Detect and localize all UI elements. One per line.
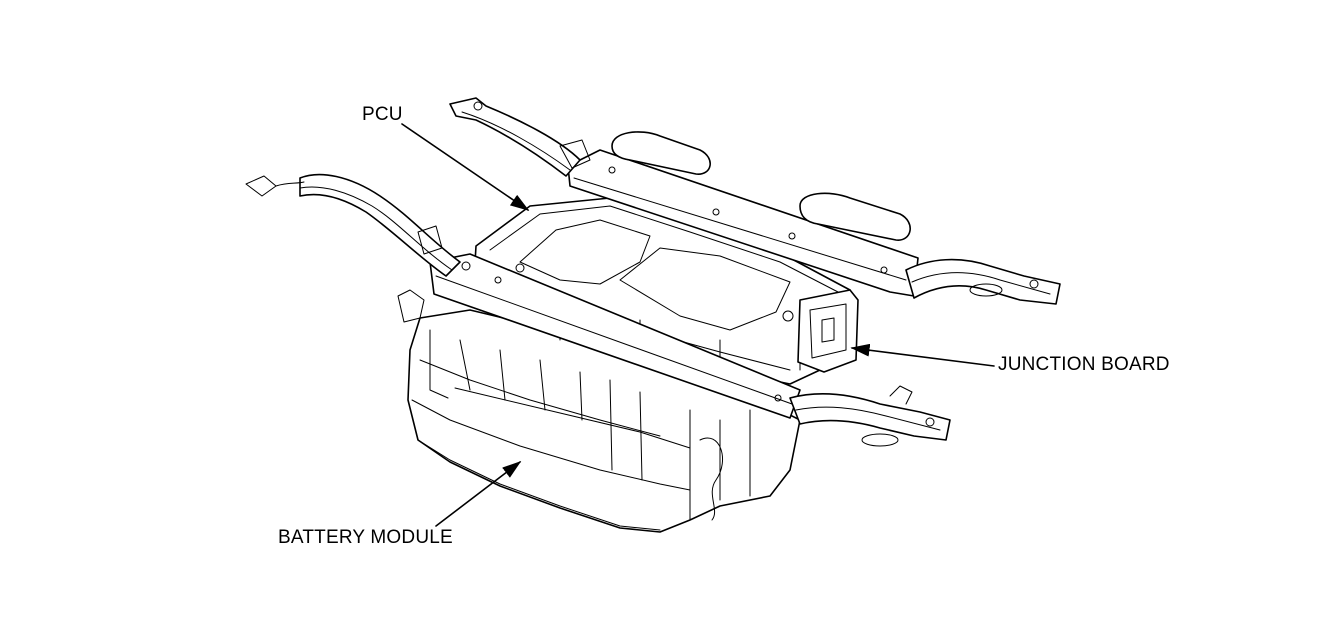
junction-board-label: JUNCTION BOARD	[998, 354, 1170, 375]
battery-module-label: BATTERY MODULE	[278, 527, 453, 548]
junction-board-leader	[850, 343, 995, 367]
pcu-label: PCU	[362, 104, 403, 125]
left-arms	[245, 97, 591, 277]
battery-module-leader	[435, 461, 522, 527]
right-arms	[789, 258, 1061, 447]
rear-pads	[611, 131, 911, 241]
pcu-leader	[401, 123, 530, 211]
junction-board	[797, 289, 859, 373]
